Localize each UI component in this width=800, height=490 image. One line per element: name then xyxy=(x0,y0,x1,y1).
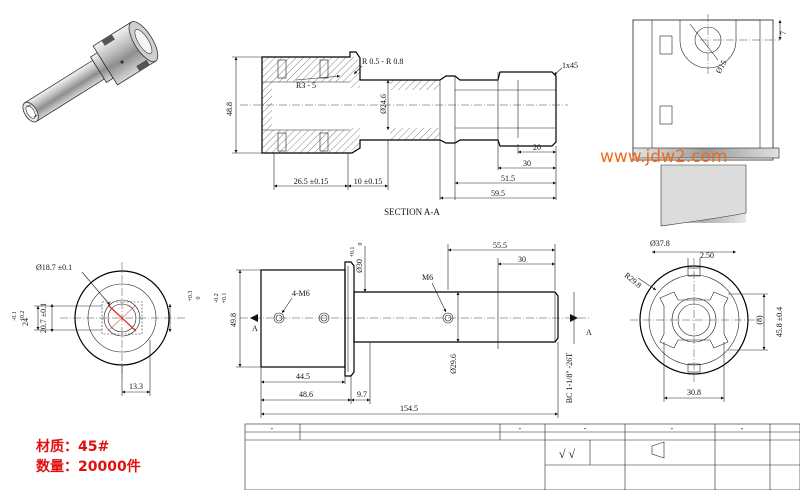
projection-symbol xyxy=(651,441,665,459)
h-8-label: (8) xyxy=(755,315,764,325)
holes-4m6-label: 4-M6 xyxy=(292,289,310,298)
dim-height-48-8: 48.8 xyxy=(225,56,262,154)
len-59-5-label: 59.5 xyxy=(491,189,505,198)
isometric-render xyxy=(22,21,159,123)
spline-label: BC 1-1/8" -26T xyxy=(565,353,574,403)
len-55-5-label: 55.5 xyxy=(493,241,507,250)
dia-37-8-label: Ø37.8 xyxy=(650,239,670,248)
len-9-7-label: 9.7 xyxy=(357,390,367,399)
tb-dash-1: - xyxy=(271,424,274,433)
w-24-tol-up: +0.2 xyxy=(20,311,26,322)
len-2-50-label: 2.50 xyxy=(700,251,714,260)
height-label: 48.8 xyxy=(225,102,234,116)
radius-small-label: R3 - 5 xyxy=(296,81,316,90)
inner-diameter-label: Ø24.6 xyxy=(379,94,388,114)
detail-len-7-label: 7 xyxy=(779,31,788,35)
title-block: - - - - - √ √ xyxy=(244,423,800,490)
quantity-note: 数量：20000件 xyxy=(36,458,141,475)
w-24-label: 24 xyxy=(21,318,30,326)
h-49-8-label: 49.8 xyxy=(229,313,238,327)
len-13-3-label: 13.3 xyxy=(129,382,143,391)
len-154-5-label: 154.5 xyxy=(400,404,418,413)
len-30-label: 30 xyxy=(523,159,531,168)
h-45-8-label: 45.8 ±0.4 xyxy=(775,307,784,337)
w-20-7-label: 20.7 ±0.1 xyxy=(39,303,48,333)
section-view: 48.8 R3 - 5 R 0.5 - R 0.8 Ø24.6 1x45 20 … xyxy=(225,51,578,217)
len-44-5-label: 44.5 xyxy=(296,372,310,381)
front-len-30-label: 30 xyxy=(518,255,526,264)
r-29-8-label: R29.8 xyxy=(623,271,644,290)
tb-dash-2: - xyxy=(519,424,522,433)
front-view: A A 49.8 +0.1 -0.2 Ø30 +0.1 0 55.5 30 M6… xyxy=(214,241,592,418)
section-a-left: A xyxy=(252,324,258,333)
chamfer-label: 1x45 xyxy=(562,61,578,70)
radius-fillet-label: R 0.5 - R 0.8 xyxy=(362,57,403,66)
left-end-view: Ø18.7 ±0.1 24 +0.2 -0.1 20.7 ±0.1 +0.3 0… xyxy=(12,262,202,396)
material-note: 材质：45# xyxy=(36,438,109,455)
detail-view: 7 Ø15 xyxy=(632,14,788,227)
len-10-label: 10 ±0.15 xyxy=(354,177,382,186)
thread-m6-label: M6 xyxy=(422,273,433,282)
dia-29-6-label: Ø29.6 xyxy=(449,354,458,374)
tb-dash-4: - xyxy=(671,424,674,433)
section-title: SECTION A-A xyxy=(384,207,440,217)
dia-18-7-label: Ø18.7 ±0.1 xyxy=(36,263,72,272)
right-end-view: Ø37.8 2.50 R29.8 45.8 ±0.4 (8) 30.8 xyxy=(623,239,784,402)
section-a-right: A xyxy=(586,328,592,337)
tb-dash-3: - xyxy=(584,424,587,433)
h-49-8-tol-up: +0.1 xyxy=(222,293,228,304)
dia-30-tol-up: +0.1 xyxy=(350,247,356,258)
h-49-8-tol-dn: -0.2 xyxy=(214,293,220,303)
watermark: www.jdw2.com xyxy=(600,147,728,167)
tol-dn-label: 0 xyxy=(196,297,202,300)
dia-30-label: Ø30 xyxy=(355,259,364,273)
len-30-8-label: 30.8 xyxy=(687,388,701,397)
w-24-tol-dn: -0.1 xyxy=(12,311,18,321)
tol-up-label: +0.3 xyxy=(188,291,194,302)
len-26-5-label: 26.5 ±0.15 xyxy=(294,177,328,186)
tb-checks: √ √ xyxy=(559,447,576,461)
len-20-label: 20 xyxy=(533,143,541,152)
len-48-6-label: 48.6 xyxy=(299,390,313,399)
dia-30-tol-dn: 0 xyxy=(358,243,364,246)
len-51-5-label: 51.5 xyxy=(501,174,515,183)
tb-dash-5: - xyxy=(741,424,744,433)
